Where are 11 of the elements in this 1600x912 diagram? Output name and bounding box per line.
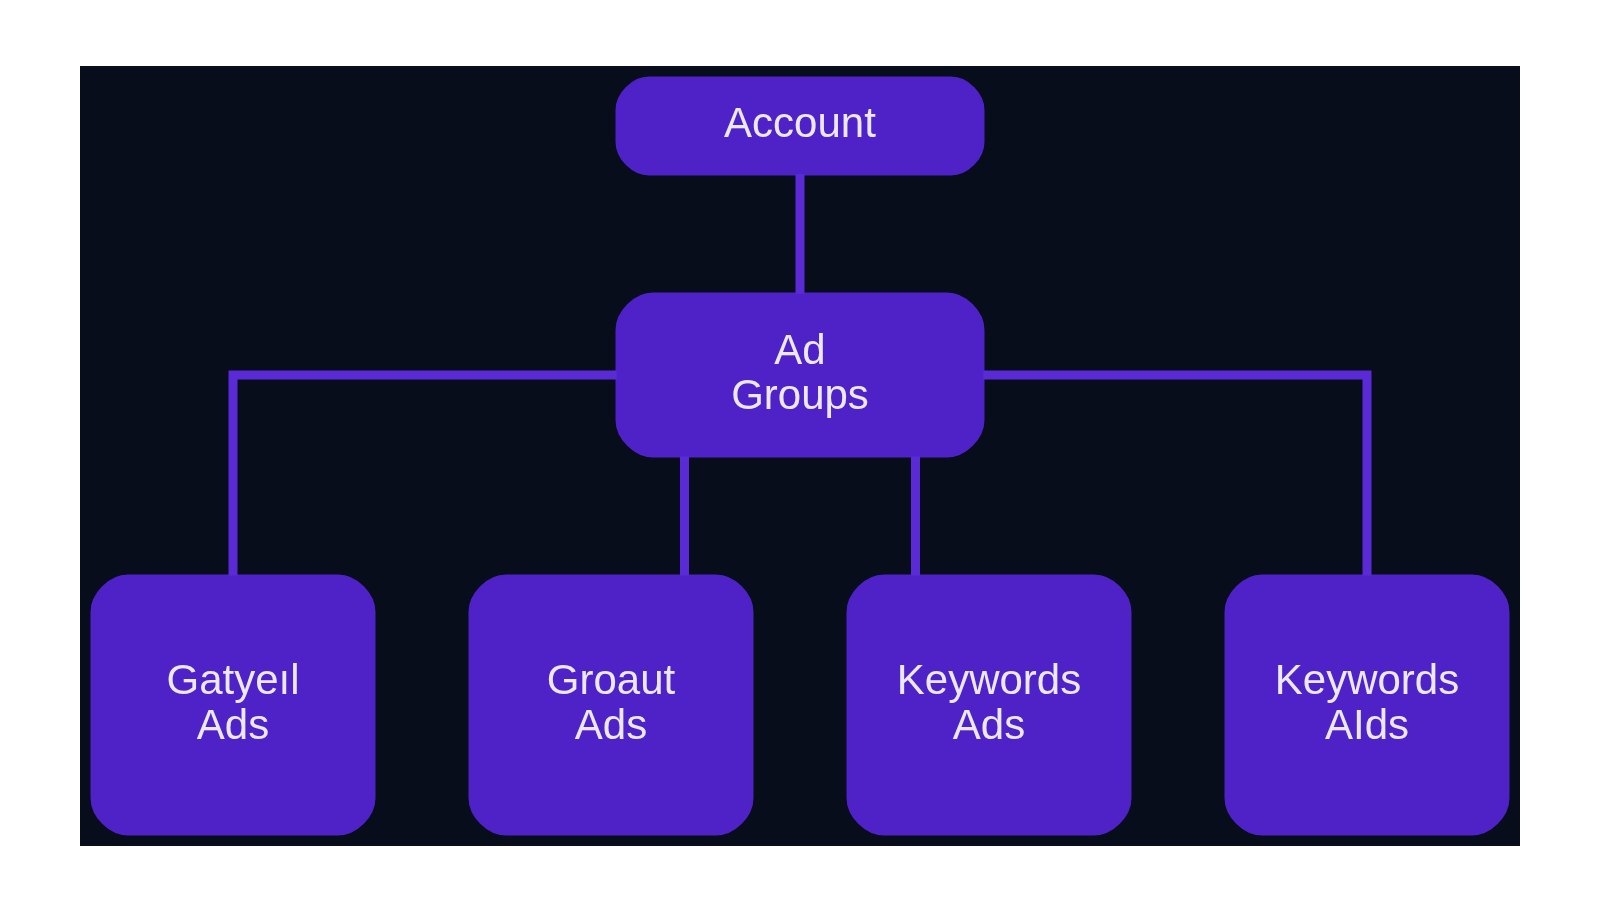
connector	[911, 456, 920, 576]
connector	[795, 174, 805, 294]
node-box: Keywords Ads	[846, 574, 1132, 836]
node-box: Ad Groups	[615, 292, 985, 458]
node-box: Account	[615, 76, 985, 176]
node-box: Keywords AIds	[1224, 574, 1510, 836]
connector	[680, 456, 689, 576]
node-box: Gatyeıl Ads	[90, 574, 376, 836]
connector	[983, 370, 1372, 576]
connector	[228, 370, 617, 576]
node-box: Groaut Ads	[468, 574, 754, 836]
